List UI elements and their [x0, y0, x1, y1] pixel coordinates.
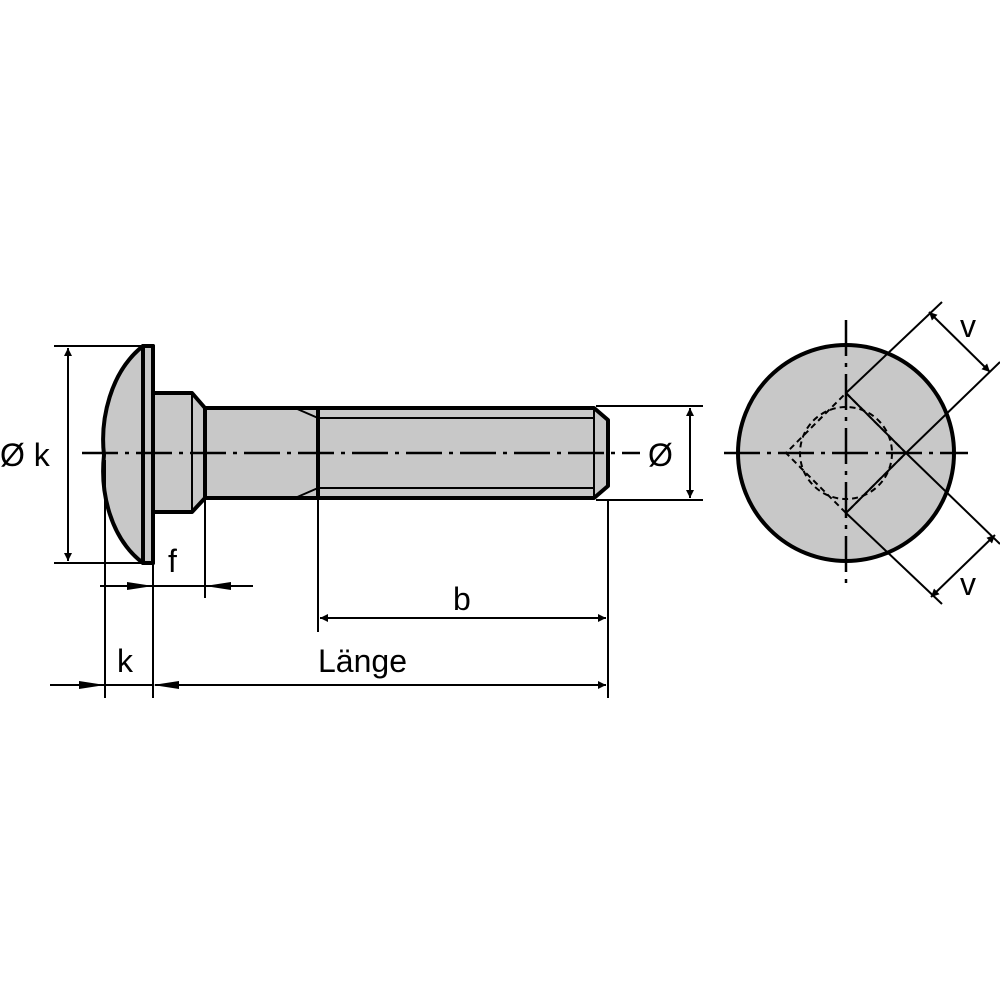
k-label: k: [117, 643, 134, 679]
head-diameter-label: Ø k: [0, 437, 51, 473]
bolt-front-view: [724, 320, 968, 590]
bolt-side-view: [82, 344, 640, 565]
shank-diameter-label: Ø: [648, 437, 673, 473]
dimension-labels: Ø k Ø f b k Länge v v: [0, 308, 976, 679]
dimension-lines: [50, 301, 1000, 698]
length-label: Länge: [318, 643, 407, 679]
v-label-top: v: [960, 308, 976, 344]
v-dimension-bottom: [930, 534, 996, 598]
hidden-square-outline: [784, 391, 908, 515]
v-dimension-top: [928, 311, 991, 373]
bolt-head-dome: [101, 344, 155, 565]
f-label: f: [168, 543, 177, 579]
v-label-bottom: v: [960, 566, 976, 602]
b-label: b: [453, 581, 471, 617]
